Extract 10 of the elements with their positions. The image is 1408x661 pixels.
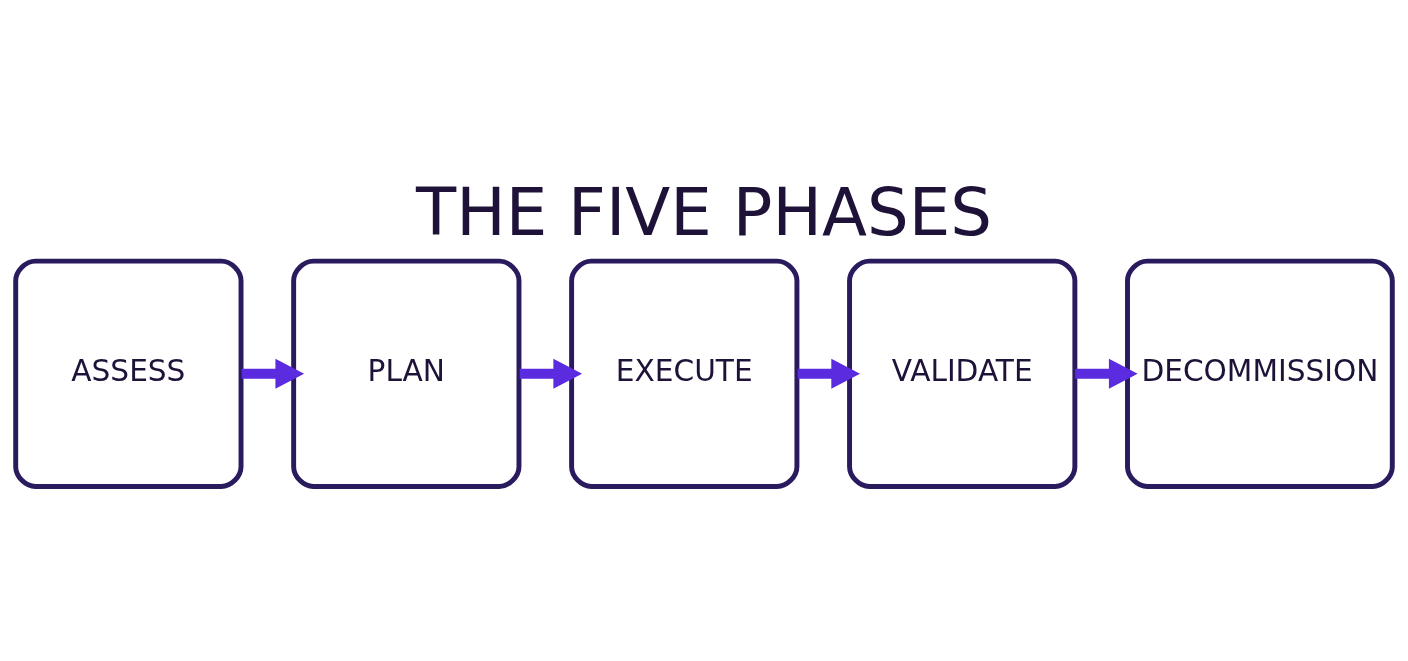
node-box: ASSESS — [13, 258, 244, 489]
node-box: PLAN — [291, 258, 522, 489]
node-box: DECOMMISSION — [1125, 258, 1395, 489]
node-box: EXECUTE — [569, 258, 800, 489]
arrow — [519, 358, 583, 389]
arrow — [1075, 358, 1138, 389]
node-box: VALIDATE — [847, 258, 1078, 489]
diagram-title: THE FIVE PHASES — [416, 173, 992, 251]
arrow — [797, 358, 861, 389]
arrow — [241, 358, 305, 389]
